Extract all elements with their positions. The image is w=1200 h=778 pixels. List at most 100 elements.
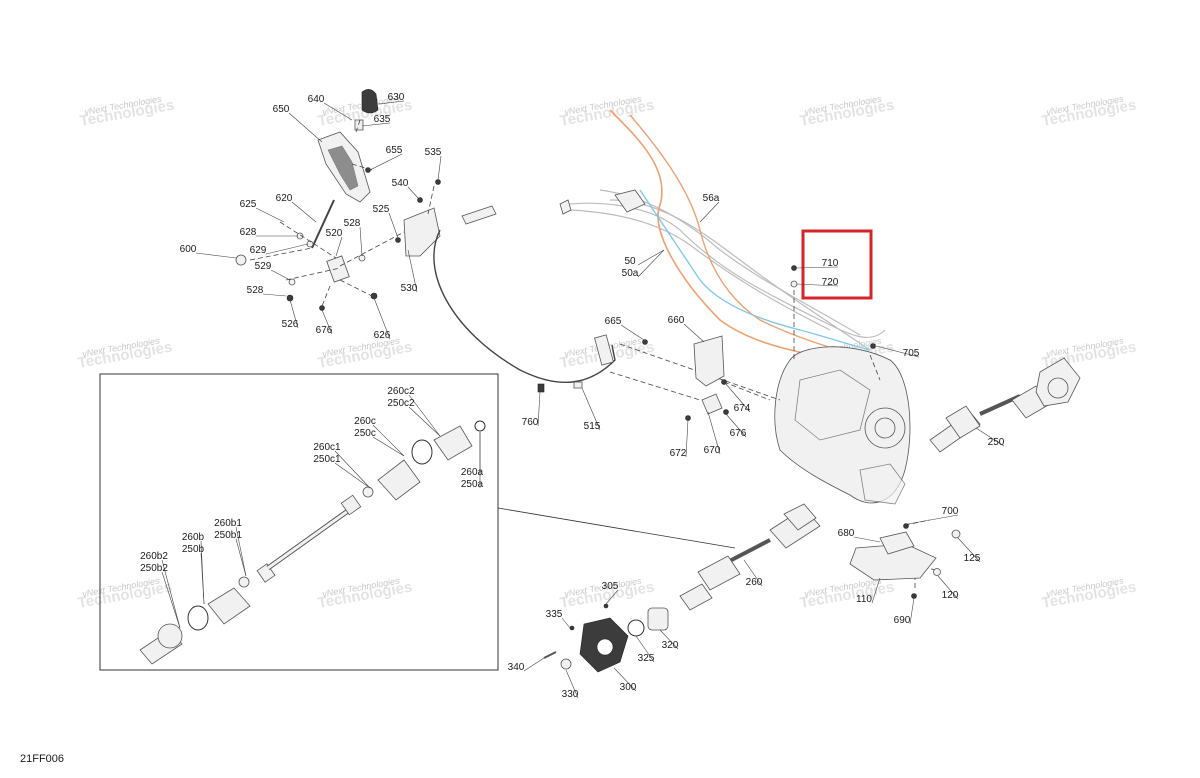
- callout-640: 640: [308, 94, 325, 105]
- mount-680: [879, 531, 915, 555]
- callout-260a: 260a: [461, 467, 484, 478]
- callout-250b: 250b: [182, 544, 205, 555]
- callout-672: 672: [670, 448, 687, 459]
- leader-56a: [699, 201, 720, 223]
- leader-250b2: [161, 571, 181, 629]
- circlip-260a: [474, 420, 486, 432]
- callout-760: 760: [522, 417, 539, 428]
- leader-526: [289, 299, 299, 329]
- cable-end: [594, 334, 614, 366]
- callout-540: 540: [392, 178, 409, 189]
- leader-260b2: [161, 559, 181, 629]
- leader-760: [537, 391, 541, 427]
- callout-515: 515: [584, 421, 601, 432]
- clip-ring-600: [235, 254, 247, 266]
- callout-120: 120: [942, 590, 959, 601]
- leader-650: [288, 112, 323, 143]
- leader-110: [871, 577, 881, 604]
- transmission-housing: [774, 346, 911, 505]
- leader-250c1: [334, 462, 371, 489]
- inset-frame: [99, 373, 499, 671]
- bearing-320: [647, 607, 669, 631]
- leader-50a: [637, 249, 665, 278]
- callout-305: 305: [602, 581, 619, 592]
- callout-525: 525: [373, 204, 390, 215]
- leader-620: [291, 201, 317, 223]
- callout-260: 260: [746, 577, 763, 588]
- leader-lines: [161, 100, 1005, 699]
- callout-250c2: 250c2: [387, 398, 415, 409]
- leader-250c2: [408, 406, 441, 437]
- leader-520: [335, 236, 343, 257]
- leader-676a: [321, 309, 333, 335]
- leader-625: [255, 207, 285, 223]
- callout-710: 710: [822, 258, 839, 269]
- leader-120: [937, 575, 959, 600]
- callout-674: 674: [734, 403, 751, 414]
- bolt-540: [417, 197, 423, 203]
- leader-250b1: [235, 538, 247, 577]
- leader-629: [265, 243, 309, 255]
- leader-529: [270, 269, 291, 281]
- wiring-harness: [559, 109, 898, 441]
- leader-710: [795, 266, 839, 269]
- callout-125: 125: [964, 553, 981, 564]
- callout-528a: 528: [344, 218, 361, 229]
- bolt-655: [365, 167, 371, 173]
- leader-305: [605, 589, 619, 605]
- callout-528b: 528: [247, 285, 264, 296]
- callout-660: 660: [668, 315, 685, 326]
- leader-676b: [725, 413, 747, 438]
- callout-320: 320: [662, 640, 679, 651]
- cable-clip-760: [537, 383, 545, 393]
- cable-boot: [461, 205, 497, 225]
- leader-674: [725, 383, 751, 413]
- callout-650: 650: [273, 104, 290, 115]
- leader-720: [796, 283, 839, 287]
- shifter-assembly-lines: [249, 119, 435, 307]
- callout-530: 530: [401, 283, 418, 294]
- inset-shaft-exploded: [139, 420, 486, 665]
- stud-340: [543, 651, 557, 659]
- clamp-260c: [411, 439, 433, 465]
- leader-260b1: [235, 526, 247, 577]
- leader-125: [957, 537, 981, 563]
- bolt-676b: [723, 409, 729, 415]
- knob-adapter: [354, 119, 364, 131]
- engine-mount-assembly: [849, 523, 961, 599]
- leader-50: [637, 249, 665, 266]
- stud-305: [603, 603, 609, 609]
- nut-330: [560, 658, 572, 670]
- highlight-box: [801, 229, 873, 300]
- clamp-260b: [187, 605, 209, 631]
- callout-250b2: 250b2: [140, 563, 168, 574]
- cable-clip-515: [573, 381, 583, 389]
- callout-529: 529: [255, 261, 272, 272]
- callout-260b2: 260b2: [140, 551, 168, 562]
- callout-628: 628: [240, 227, 257, 238]
- leader-260c1: [334, 450, 371, 489]
- callout-50: 50: [624, 256, 636, 267]
- callout-335: 335: [546, 609, 563, 620]
- leader-300: [613, 667, 637, 692]
- leader-528b: [262, 293, 287, 297]
- callout-676b: 676: [730, 428, 747, 439]
- leader-630: [377, 100, 405, 105]
- callout-630: 630: [388, 92, 405, 103]
- leader-672: [685, 419, 689, 458]
- bolt-125: [951, 529, 961, 539]
- callout-330: 330: [562, 689, 579, 700]
- bolt-710: [791, 265, 797, 271]
- callout-250a: 250a: [461, 479, 484, 490]
- leader-635: [361, 122, 391, 127]
- bolt-525: [395, 237, 401, 243]
